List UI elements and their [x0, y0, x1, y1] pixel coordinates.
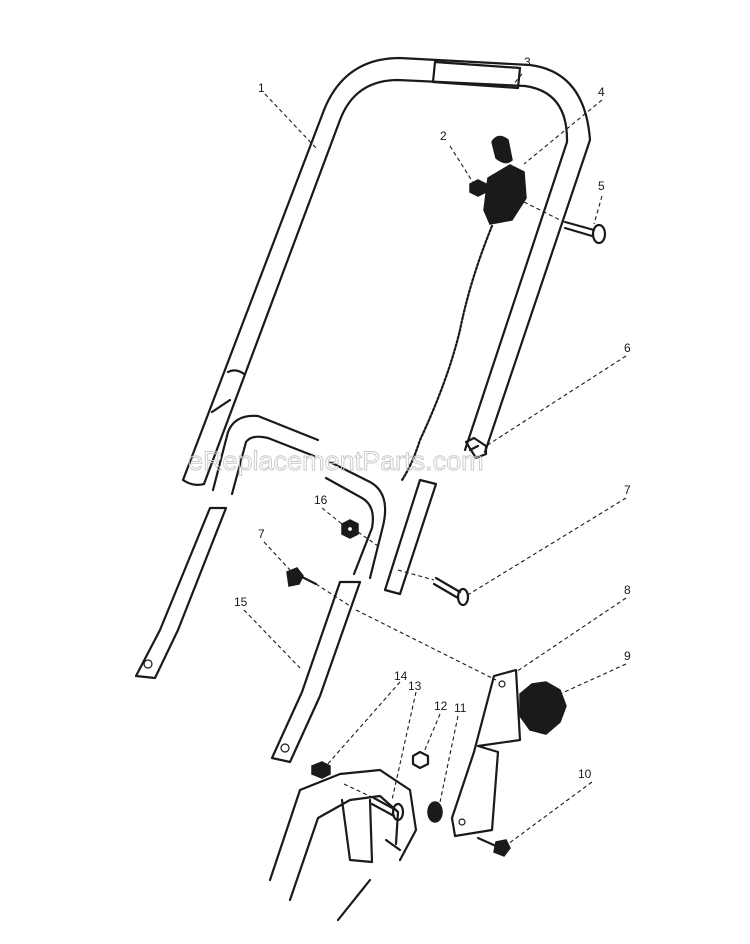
locknut-part-16: [341, 519, 359, 539]
callout-15: 15: [234, 595, 248, 609]
callout-12: 12: [434, 699, 448, 713]
middle-handle-tubes: [211, 414, 438, 596]
lower-handle-part-15: [134, 506, 362, 764]
callout-2: 2: [440, 129, 447, 143]
callout-10: 10: [578, 767, 592, 781]
upper-handle-part-1: [181, 56, 592, 486]
deck-mount-bracket: [268, 768, 418, 922]
hex-bolt-part-7-left: [286, 567, 318, 587]
nut-part-14: [311, 761, 331, 779]
callout-5: 5: [598, 179, 605, 193]
callout-7-left: 7: [258, 527, 265, 541]
screw-part-10: [476, 836, 511, 857]
bushing-part-11: [427, 801, 443, 823]
callout-16: 16: [314, 493, 328, 507]
control-lever-part-4: [400, 135, 527, 482]
bracket-plate-part-8: [450, 668, 522, 838]
leader-lines: [243, 73, 627, 845]
callout-11: 11: [454, 701, 467, 715]
star-knob-part-9: [519, 681, 567, 735]
callout-7-right: 7: [624, 483, 631, 497]
callout-4: 4: [598, 85, 605, 99]
callout-8: 8: [624, 583, 631, 597]
callout-14: 14: [394, 669, 408, 683]
watermark-text: eReplacementParts.com: [188, 446, 484, 476]
cable-clip-part-6: [464, 436, 488, 460]
callout-9: 9: [624, 649, 631, 663]
callout-1: 1: [258, 81, 265, 95]
callout-6: 6: [624, 341, 631, 355]
callout-3: 3: [524, 55, 531, 69]
callout-labels: 1 2 3 4 5 6 7 7 8 9 10 11 12 13 14 15 16: [234, 55, 631, 781]
hex-bolt-part-7-right: [432, 576, 470, 607]
callout-13: 13: [408, 679, 422, 693]
carriage-bolt-part-5: [563, 220, 607, 245]
nut-part-12: [411, 750, 430, 770]
